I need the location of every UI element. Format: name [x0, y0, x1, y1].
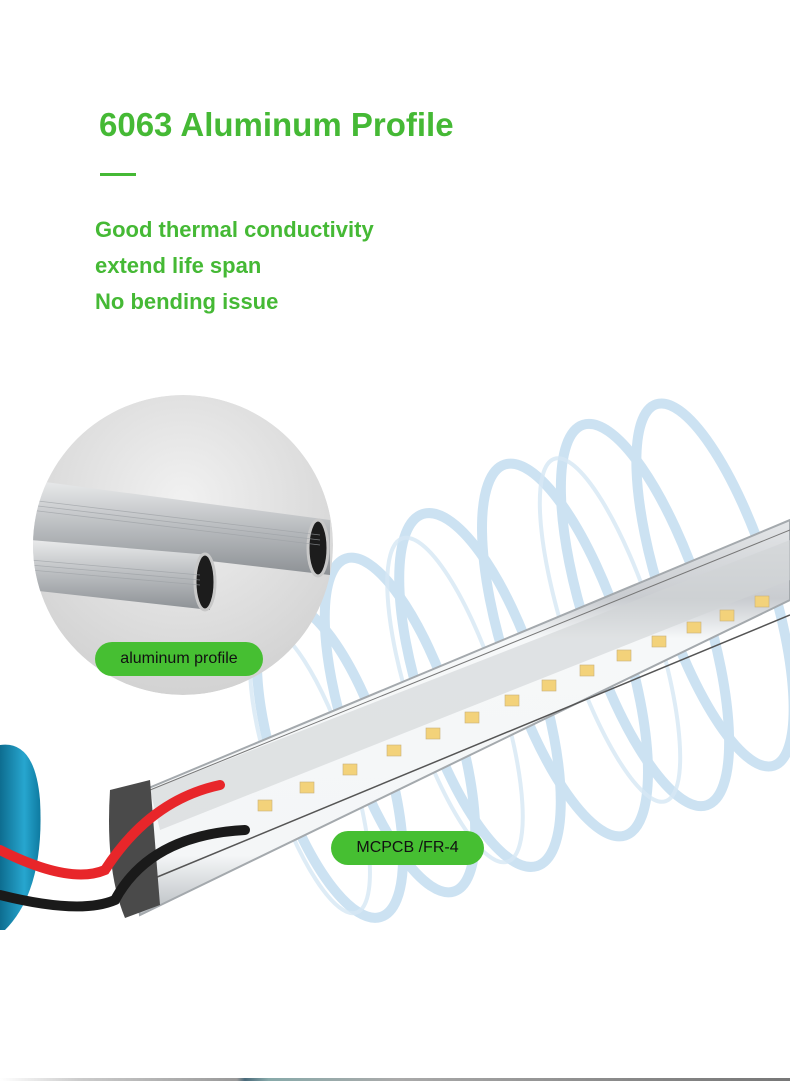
feature-item: No bending issue: [95, 289, 279, 314]
aluminum-profile-badge: aluminum profile: [95, 642, 263, 676]
product-illustration: [0, 380, 790, 1080]
aluminum-profile-inset: [33, 395, 333, 695]
bottom-image-edge: [0, 1078, 790, 1081]
feature-list: Good thermal conductivity extend life sp…: [95, 212, 374, 320]
led-bar: [0, 518, 790, 930]
mcpcb-badge: MCPCB /FR-4: [331, 831, 484, 865]
title-underline-divider: [100, 173, 136, 176]
led-bar-image: [0, 395, 790, 930]
page-title: 6063 Aluminum Profile: [99, 106, 454, 143]
feature-item: Good thermal conductivity: [95, 217, 374, 242]
feature-item: extend life span: [95, 253, 262, 278]
